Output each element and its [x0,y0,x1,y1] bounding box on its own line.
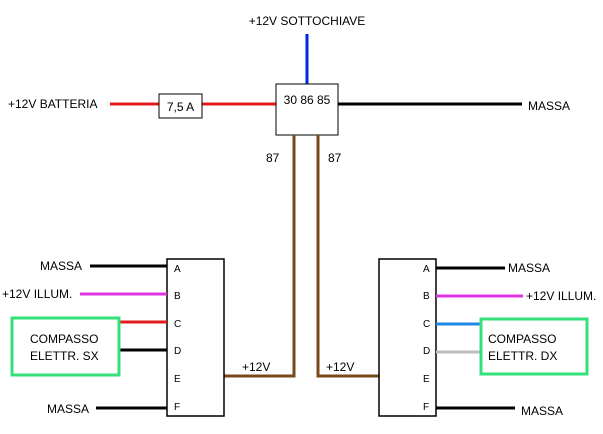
right-pin-f: F [423,402,429,413]
left-ground-a-label: MASSA [40,259,82,273]
ignition-label: +12V SOTTOCHIAVE [249,14,366,28]
right-ground-a-label: MASSA [508,261,550,275]
fuse-label: 7,5 A [167,100,194,114]
supply-wire-left [191,135,296,378]
left-pin-d: D [174,346,181,357]
right-connector [378,258,437,417]
right-module-line1: COMPASSO [488,332,556,346]
left-compass-module [10,316,121,377]
right-pin-b: B [423,291,430,302]
supply-label-right: +12V [326,360,354,374]
left-ground-f-label: MASSA [47,402,89,416]
left-pin-b: B [174,291,181,302]
battery-label: +12V BATTERIA [8,97,97,111]
right-pin-a: A [423,264,430,275]
relay-box [275,83,339,136]
fuse-box [158,93,203,119]
ground-label-top: MASSA [528,99,570,113]
right-compass-module [479,317,589,376]
left-connector [166,258,225,417]
left-illum-label: +12V ILLUM. [2,287,72,301]
right-ground-f-label: MASSA [521,404,563,418]
right-module-line2: ELETTR. DX [488,349,557,363]
relay-out-label-right: 87 [328,151,342,165]
left-pin-e: E [174,374,181,385]
supply-label-left: +12V [242,360,270,374]
left-module-line2: ELETTR. SX [30,349,99,363]
left-pin-c: C [174,319,181,330]
relay-pins-label: 30 86 85 [284,93,331,107]
right-pin-d: D [423,346,430,357]
left-pin-f: F [174,402,180,413]
relay-out-label-left: 87 [266,151,280,165]
left-module-line1: COMPASSO [30,332,98,346]
right-pin-c: C [423,319,430,330]
right-illum-label: +12V ILLUM. [526,289,596,303]
right-pin-e: E [423,374,430,385]
left-pin-a: A [174,264,181,275]
